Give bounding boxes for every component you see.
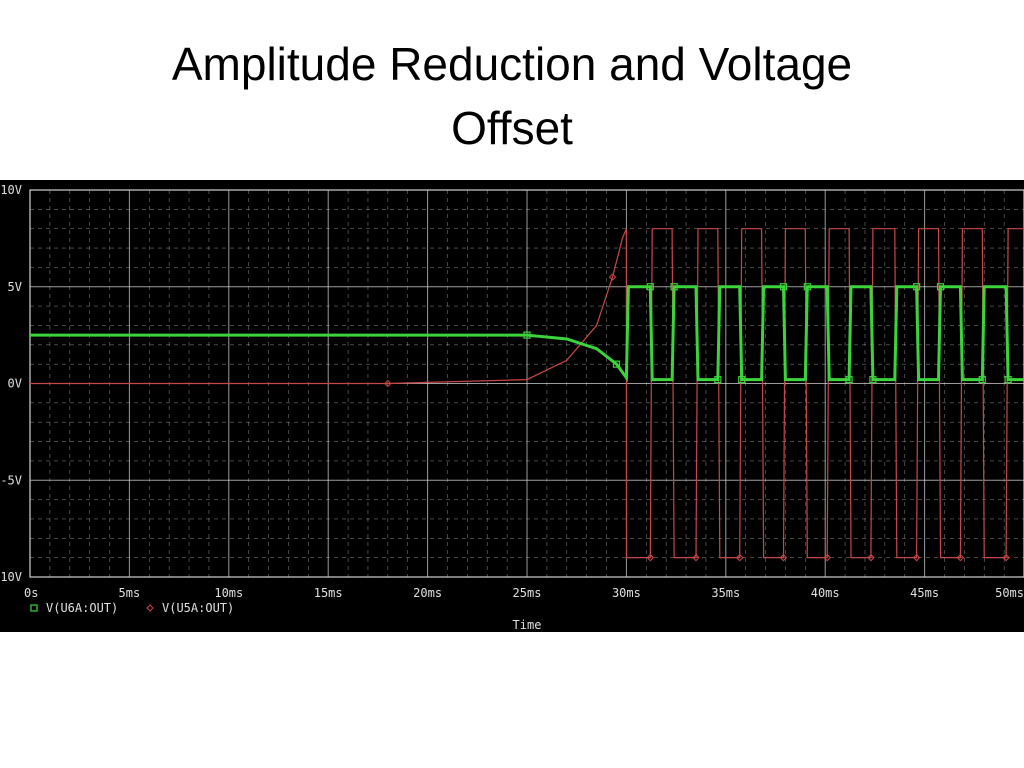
data-point-u5a: [384, 379, 392, 388]
slide-title: Amplitude Reduction and Voltage Offset: [171, 38, 853, 154]
data-point-u5a: [779, 553, 788, 562]
x-tick-label: 20ms: [413, 586, 442, 600]
data-point-u5a: [1002, 553, 1010, 562]
series-line-u5a: [30, 228, 1024, 559]
simulation-plot: 0s 5ms 10ms 15ms 20ms 25ms 30ms 35ms 40ms 45ms 50m…: [0, 180, 1024, 632]
data-point-u5a: [608, 273, 617, 281]
x-tick-label: 45ms: [910, 586, 939, 600]
legend-marker-u5a: [146, 604, 154, 612]
data-point-u6a: [913, 283, 921, 291]
data-point-u5a: [736, 553, 744, 562]
data-point-u6a: [523, 331, 531, 339]
data-point-u6a: [869, 376, 877, 384]
data-point-u5a: [823, 553, 831, 562]
data-point-u6a: [803, 283, 811, 291]
y-tick-label: -5V: [0, 473, 22, 487]
x-tick-label: 25ms: [513, 586, 542, 600]
data-point-u6a: [714, 376, 722, 384]
x-tick-label: 0s: [24, 586, 38, 600]
x-tick-label: 10ms: [214, 586, 243, 600]
data-point-u6a: [845, 376, 853, 384]
data-point-u6a: [670, 283, 678, 291]
data-point-u6a: [1004, 376, 1012, 384]
data-point-u5a: [912, 553, 921, 562]
x-tick-label: 35ms: [711, 586, 740, 600]
data-point-u5a: [867, 553, 875, 562]
x-tick-label: 50ms: [995, 586, 1024, 600]
data-point-u6a: [646, 283, 654, 291]
x-tick-label: 40ms: [811, 586, 840, 600]
data-point-u5a: [692, 553, 700, 562]
x-tick-label: 15ms: [314, 586, 343, 600]
legend: V(U6A:OUT) V(U5A:OUT): [30, 601, 234, 615]
data-point-u6a: [612, 360, 621, 368]
data-point-u6a: [779, 283, 788, 291]
series-layer: [30, 228, 1024, 562]
y-tick-label: 0V: [8, 377, 22, 391]
x-tick-label: 30ms: [612, 586, 641, 600]
x-axis-label: Time: [513, 618, 542, 632]
y-tick-label: 5V: [8, 280, 22, 294]
data-point-u6a: [738, 376, 746, 384]
data-point-u6a: [936, 283, 945, 291]
data-point-u5a: [956, 553, 965, 562]
data-point-u6a: [978, 376, 986, 384]
y-tick-label: 10V: [0, 183, 22, 197]
y-tick-label: -10V: [0, 570, 22, 584]
legend-label-u6a: V(U6A:OUT): [46, 601, 118, 615]
data-point-u5a: [646, 553, 654, 562]
tick-layer: 0s 5ms 10ms 15ms 20ms 25ms 30ms 35ms 40ms 45ms 50m…: [0, 183, 1024, 600]
legend-marker-u6a: [30, 604, 38, 612]
x-tick-label: 5ms: [119, 586, 141, 600]
plot-canvas: 0s 5ms 10ms 15ms 20ms 25ms 30ms 35ms 40ms 45ms 50m…: [0, 183, 1024, 632]
legend-label-u5a: V(U5A:OUT): [162, 601, 234, 615]
